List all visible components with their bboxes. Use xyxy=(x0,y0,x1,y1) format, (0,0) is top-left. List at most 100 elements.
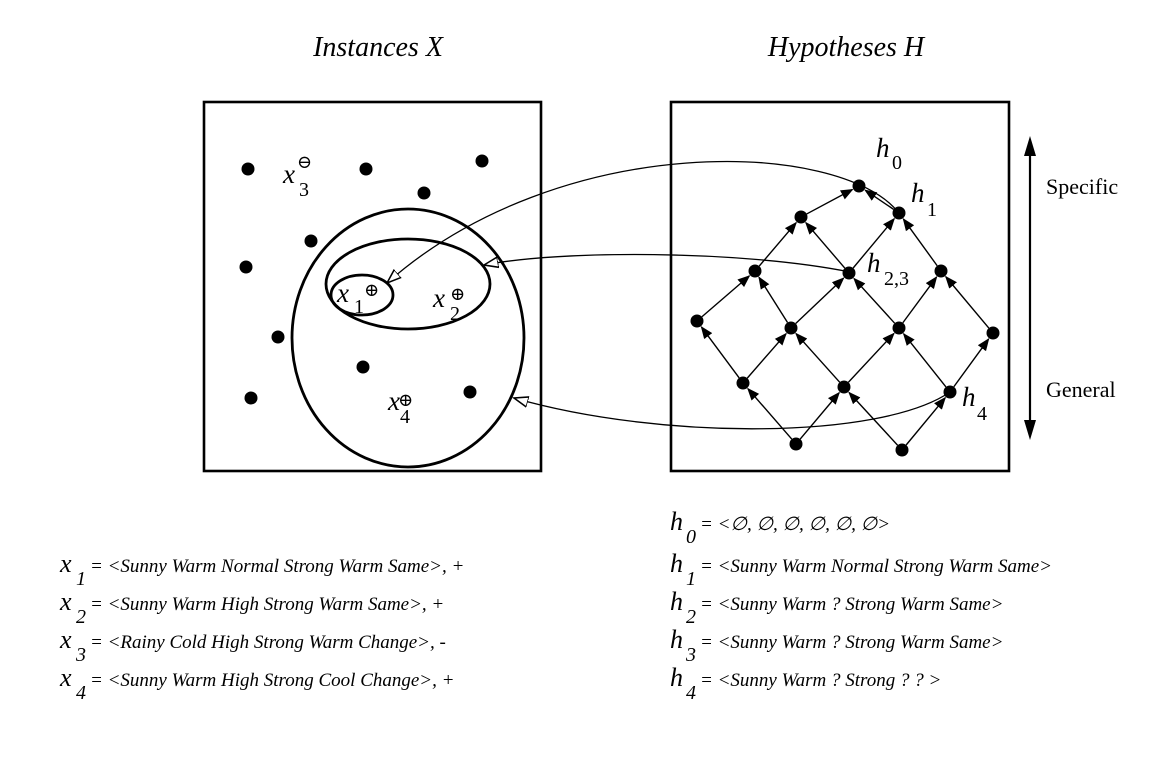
instance-equations: x1= <Sunny Warm Normal Strong Warm Same>… xyxy=(59,549,464,704)
hypothesis-node xyxy=(789,437,803,451)
equation-subscript: 1 xyxy=(76,568,86,590)
instance-point xyxy=(359,162,373,176)
lattice-edge xyxy=(945,275,990,329)
equation-subscript: 1 xyxy=(686,568,696,590)
axis-arrow-down-icon xyxy=(1024,420,1036,440)
instance-point xyxy=(241,162,255,176)
lattice-edge xyxy=(852,217,896,269)
lattice-edge xyxy=(902,332,947,388)
label-x3: x 3 ⊖ xyxy=(282,152,312,201)
svg-text:x: x xyxy=(432,283,445,313)
h23-region xyxy=(324,237,492,331)
equation-row: h2= <Sunny Warm ? Strong Warm Same> xyxy=(670,587,1003,628)
hypothesis-node xyxy=(784,321,798,335)
equation-symbol: h xyxy=(670,507,683,536)
svg-text:4: 4 xyxy=(400,406,410,428)
label-h4: h 4 xyxy=(962,382,987,425)
hypothesis-node xyxy=(986,326,1000,340)
label-h0: h 0 xyxy=(876,133,902,174)
hypotheses-box xyxy=(669,100,1011,473)
equation-row: x2= <Sunny Warm High Strong Warm Same>, … xyxy=(59,587,444,628)
hypothesis-node xyxy=(690,314,704,328)
svg-text:0: 0 xyxy=(892,152,902,174)
equation-subscript: 0 xyxy=(686,526,696,548)
instance-point xyxy=(463,385,477,399)
hypothesis-equations: h0= <∅, ∅, ∅, ∅, ∅, ∅>h1= <Sunny Warm No… xyxy=(670,507,1052,704)
instance-point xyxy=(239,260,253,274)
lattice-edge xyxy=(853,277,896,324)
label-x2: x 2 ⊕ xyxy=(432,283,465,325)
lattice-edge xyxy=(805,221,846,269)
h4-to-region-curve xyxy=(514,391,951,430)
h4-region xyxy=(290,207,526,469)
lattice-nodes xyxy=(690,179,1000,457)
equation-subscript: 3 xyxy=(685,644,696,666)
svg-text:⊕: ⊕ xyxy=(364,280,379,300)
equation-row: h4= <Sunny Warm ? Strong ? ? > xyxy=(670,663,941,704)
instance-points xyxy=(239,154,489,405)
equation-symbol: h xyxy=(670,549,683,578)
general-label: General xyxy=(1046,377,1116,402)
instance-point xyxy=(304,234,318,248)
hypothesis-node xyxy=(892,321,906,335)
equation-symbol: x xyxy=(59,663,72,692)
equation-text: = <Sunny Warm ? Strong Warm Same> xyxy=(700,594,1003,615)
instance-point xyxy=(271,330,285,344)
svg-text:1: 1 xyxy=(354,296,364,318)
svg-text:h: h xyxy=(911,178,925,208)
equation-text: = <Sunny Warm Normal Strong Warm Same> xyxy=(700,556,1052,577)
lattice-edge xyxy=(905,396,947,446)
equation-text: = <∅, ∅, ∅, ∅, ∅, ∅> xyxy=(700,514,890,535)
equation-subscript: 4 xyxy=(76,682,86,704)
equation-subscript: 4 xyxy=(686,682,696,704)
svg-text:⊕: ⊕ xyxy=(450,284,465,304)
svg-text:⊕: ⊕ xyxy=(398,390,413,410)
lattice-edge xyxy=(701,275,751,318)
equation-row: h1= <Sunny Warm Normal Strong Warm Same> xyxy=(670,549,1052,590)
hypotheses-title: Hypotheses H xyxy=(767,32,926,63)
svg-text:⊖: ⊖ xyxy=(297,152,312,172)
label-h1: h 1 xyxy=(911,178,937,221)
hypothesis-node xyxy=(736,376,750,390)
instance-point xyxy=(356,360,370,374)
h1-to-x1-curve xyxy=(387,160,899,283)
equation-text: = <Sunny Warm ? Strong ? ? > xyxy=(700,670,941,691)
lattice-edge xyxy=(864,189,895,210)
svg-text:2,3: 2,3 xyxy=(884,268,909,290)
equation-text: = <Sunny Warm Normal Strong Warm Same>, … xyxy=(90,556,464,577)
equation-subscript: 3 xyxy=(75,644,86,666)
equation-text: = <Rainy Cold High Strong Warm Change>, … xyxy=(90,632,446,653)
svg-text:4: 4 xyxy=(977,403,987,425)
lattice-edges xyxy=(700,188,990,446)
lattice-edge xyxy=(746,332,787,379)
lattice-edge xyxy=(902,218,938,267)
equation-symbol: h xyxy=(670,587,683,616)
equation-symbol: x xyxy=(59,549,72,578)
instances-title: Instances X xyxy=(312,32,444,63)
svg-text:x: x xyxy=(387,386,400,416)
instance-point xyxy=(475,154,489,168)
hypothesis-node xyxy=(934,264,948,278)
instance-point xyxy=(417,186,431,200)
lattice-edge xyxy=(700,326,740,379)
equation-symbol: x xyxy=(59,625,72,654)
svg-text:x: x xyxy=(336,278,349,308)
svg-text:h: h xyxy=(962,382,976,412)
instance-point xyxy=(244,391,258,405)
lattice-edge xyxy=(799,391,840,440)
label-h23: h 2,3 xyxy=(867,248,909,290)
h23-to-region-curve xyxy=(484,253,851,273)
lattice-edge xyxy=(953,338,990,388)
equation-symbol: h xyxy=(670,663,683,692)
equation-row: x4= <Sunny Warm High Strong Cool Change>… xyxy=(59,663,454,704)
lattice-edge xyxy=(806,188,854,215)
instances-box xyxy=(202,100,543,473)
equation-row: h0= <∅, ∅, ∅, ∅, ∅, ∅> xyxy=(670,507,890,548)
label-x4: x 4 ⊕ xyxy=(387,386,413,428)
label-x1: x 1 ⊕ xyxy=(336,278,379,318)
lattice-edge xyxy=(795,277,845,325)
svg-text:h: h xyxy=(876,133,890,163)
hypothesis-node xyxy=(837,380,851,394)
hypothesis-node xyxy=(842,266,856,280)
